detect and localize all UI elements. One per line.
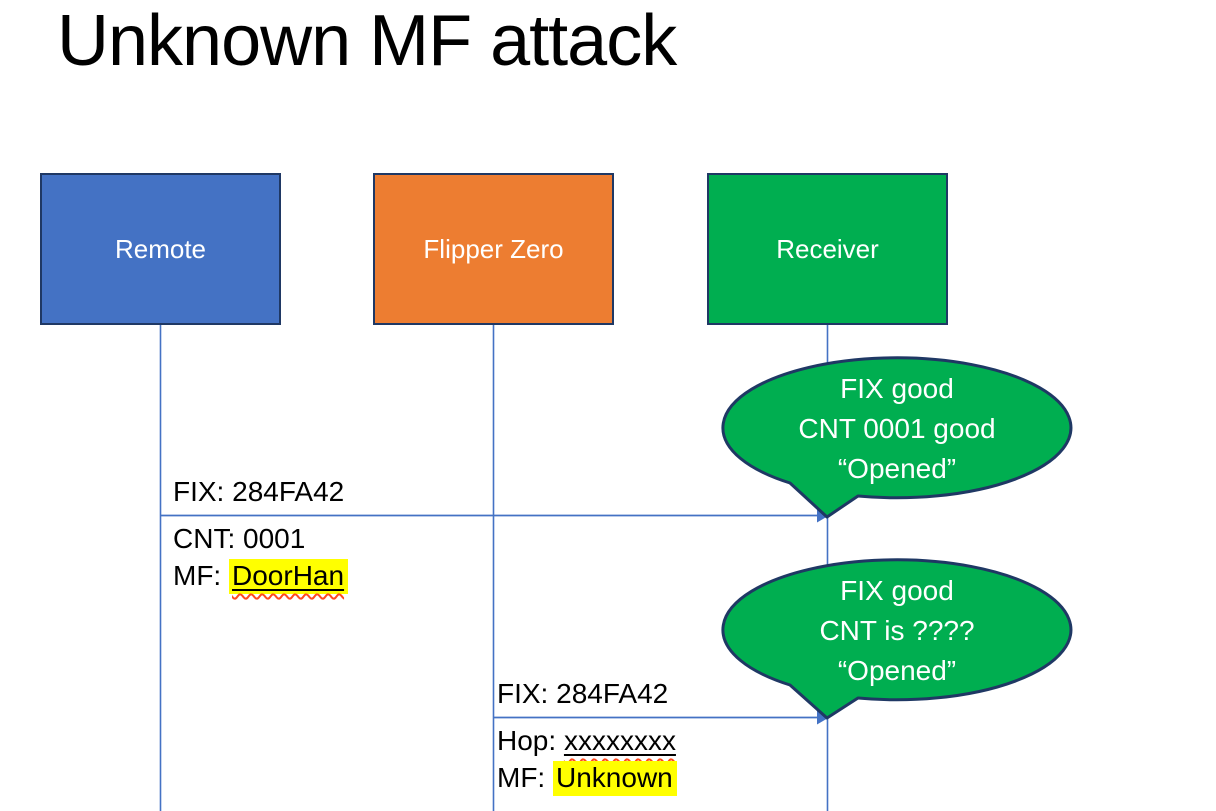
callout-1-line-3: “Opened” bbox=[837, 453, 957, 484]
message-arrow-2-head bbox=[817, 710, 829, 725]
actor-box-flipper-zero: Flipper Zero bbox=[373, 173, 614, 325]
callout-1-text: FIX good CNT 0001 good “Opened” bbox=[717, 369, 1077, 489]
message-2-label-fix: FIX: 284FA42 bbox=[497, 678, 669, 709]
page-title: Unknown MF attack bbox=[57, 1, 677, 81]
message-2-mf-prefix: MF: bbox=[497, 762, 553, 793]
message-2-mf-line: MF: Unknown bbox=[497, 759, 677, 796]
actor-box-remote: Remote bbox=[40, 173, 281, 325]
message-2-label-details: Hop: xxxxxxxx MF: Unknown bbox=[497, 722, 677, 796]
message-arrow-2 bbox=[494, 710, 829, 725]
actor-label-remote: Remote bbox=[114, 233, 207, 264]
actor-box-receiver: Receiver bbox=[707, 173, 948, 325]
message-1-mf-squiggle: DoorHan bbox=[232, 560, 344, 591]
message-1-mf-prefix: MF: bbox=[173, 560, 229, 591]
callout-1-line-2: CNT 0001 good bbox=[798, 413, 996, 444]
message-1-cnt-value: 0001 bbox=[243, 523, 306, 554]
actor-label-flipper-zero: Flipper Zero bbox=[423, 233, 564, 264]
message-1-label-fix: FIX: 284FA42 bbox=[173, 476, 345, 507]
message-2-hop-value: xxxxxxxx bbox=[563, 725, 676, 756]
message-2-hop-line: Hop: xxxxxxxx bbox=[497, 722, 677, 759]
callout-bubble-1 bbox=[721, 356, 1073, 519]
callout-bubble-2 bbox=[721, 558, 1073, 720]
message-1-cnt-prefix: CNT: bbox=[173, 523, 243, 554]
message-1-mf-highlight: DoorHan bbox=[229, 559, 349, 594]
message-1-mf-line: MF: DoorHan bbox=[173, 557, 349, 594]
callout-2-text: FIX good CNT is ???? “Opened” bbox=[717, 571, 1077, 691]
message-2-mf-value: Unknown bbox=[553, 761, 677, 796]
callout-2-line-2: CNT is ???? bbox=[819, 615, 975, 646]
message-1-cnt-line: CNT: 0001 bbox=[173, 520, 348, 557]
message-2-hop-prefix: Hop: bbox=[497, 725, 564, 756]
actor-label-receiver: Receiver bbox=[776, 233, 879, 264]
message-1-mf-value: DoorHan bbox=[232, 560, 345, 591]
callout-1-line-1: FIX good bbox=[840, 373, 954, 404]
callout-2-line-3: “Opened” bbox=[837, 655, 957, 686]
message-1-label-details: CNT: 0001 MF: DoorHan bbox=[173, 520, 349, 594]
message-2-hop-squiggle: xxxxxxxx bbox=[564, 725, 676, 756]
callout-2-line-1: FIX good bbox=[840, 575, 954, 606]
